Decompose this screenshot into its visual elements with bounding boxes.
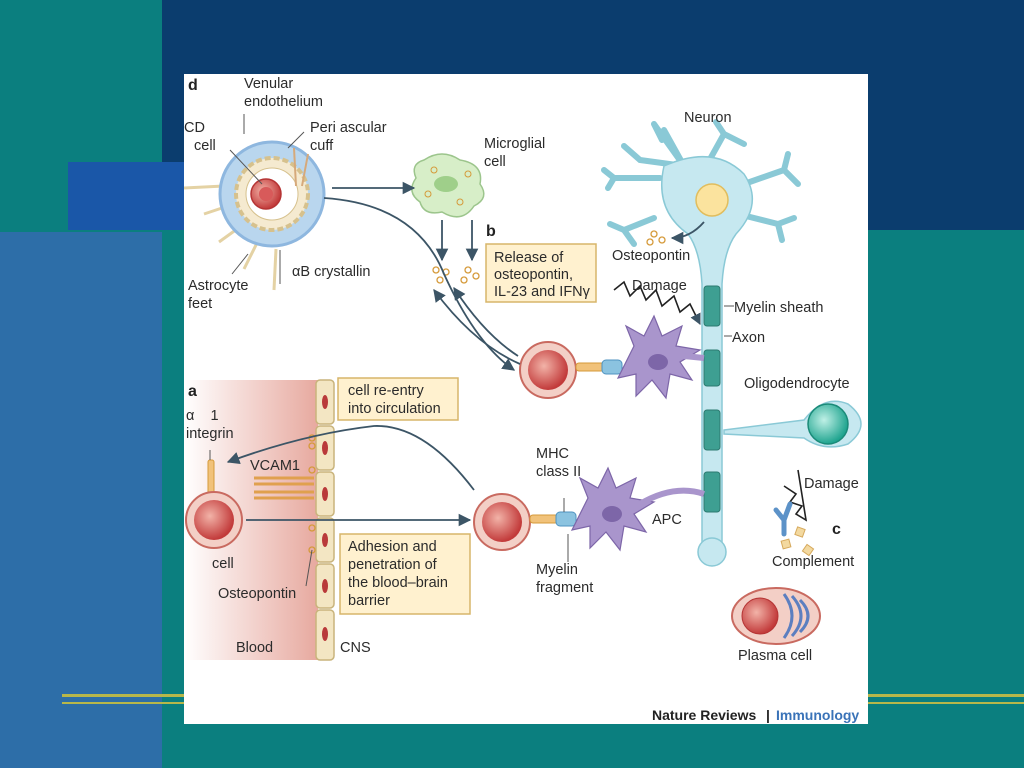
label-neuron: Neuron [684,110,732,126]
label-complement: Complement [772,554,854,570]
diagram-canvas: d b a c Venular endothelium CD cell Peri… [184,76,862,723]
label-cns: CNS [340,640,371,656]
label-cd: CD [184,120,205,136]
leader-lines [209,114,734,587]
damage-zigzag-right [783,469,808,522]
label-myelin: Myelin [536,562,578,578]
release-line-3: IL-23 and IFNγ [494,284,591,300]
microglial-cell [411,153,485,218]
panel-label-b: b [486,223,496,240]
figure-panel: d b a c Venular endothelium CD cell Peri… [184,74,868,724]
osteopontin-dots-neuron [646,230,666,246]
label-feet: feet [188,296,212,312]
label-osteopontin-bottom: Osteopontin [218,586,296,602]
release-callout [485,243,597,303]
panel-label-d: d [188,77,198,94]
label-mhc: MHC [536,446,569,462]
apc-middle [616,314,705,400]
label-cell-top: cell [194,138,216,154]
adhesion-line-4: barrier [348,593,390,609]
label-class-ii: class II [536,464,581,480]
vcam1-molecules [254,476,314,500]
label-cuff: cuff [310,138,334,154]
venule-group [184,140,326,291]
adhesion-callout [339,533,471,615]
label-cell-bottom: cell [212,556,234,572]
credit-section: Immunology [776,707,859,723]
reentry-line-1: cell re-entry [348,383,424,399]
label-apc: APC [652,512,682,528]
label-integrin: integrin [186,426,234,442]
label-vcam1: VCAM1 [250,458,300,474]
panel-label-c: c [832,521,841,538]
reentry-arrow [226,425,475,491]
credit-separator: | [766,707,770,723]
reentry-line-2: into circulation [348,401,441,417]
cytokine-dots [432,266,480,284]
label-blood: Blood [236,640,273,656]
credit-journal: Nature Reviews [652,707,756,723]
label-damage-right: Damage [804,476,859,492]
label-axon: Axon [732,330,765,346]
myelin-sheath-segments [703,285,721,513]
adhesion-line-1: Adhesion and [348,539,437,555]
release-line-2: osteopontin, [494,267,573,283]
label-myelin-sheath: Myelin sheath [734,300,823,316]
adhesion-line-3: the blood–brain [348,575,448,591]
background-blue-block [0,232,162,768]
t-cell-middle [519,341,623,399]
label-osteopontin-neuron: Osteopontin [612,248,690,264]
antibody-icon [773,501,793,537]
endothelial-nuclei [322,395,328,641]
label-plasma-cell: Plasma cell [738,648,812,664]
release-line-1: Release of [494,250,564,266]
neuron-nucleus [695,183,729,217]
oligodendrocyte [723,400,862,448]
background-band-right [866,162,1024,230]
label-damage-top: Damage [632,278,687,294]
label-venular: Venular [244,76,293,92]
label-oligodendrocyte: Oligodendrocyte [744,376,850,392]
label-astrocyte: Astrocyte [188,278,248,294]
label-fragment: fragment [536,580,593,596]
panel-label-a: a [188,383,197,400]
label-endothelium: endothelium [244,94,323,110]
label-alpha-1: α 1 [186,408,219,424]
background-band-left [68,162,186,230]
label-microglial: Microglial [484,136,545,152]
arrow-to-tcell [323,197,516,371]
t-cell-lower [473,493,577,551]
label-microglial-cell: cell [484,154,506,170]
label-peri-ascular: Peri ascular [310,120,387,136]
adhesion-line-2: penetration of [348,557,438,573]
reentry-callout [337,377,459,421]
plasma-cell [731,587,821,645]
label-ab-crystallin: αB crystallin [292,264,370,280]
complement-icons [780,526,815,557]
apc-lower [570,466,705,552]
damage-zigzag-top [613,280,701,326]
t-cell-blood [185,459,243,549]
